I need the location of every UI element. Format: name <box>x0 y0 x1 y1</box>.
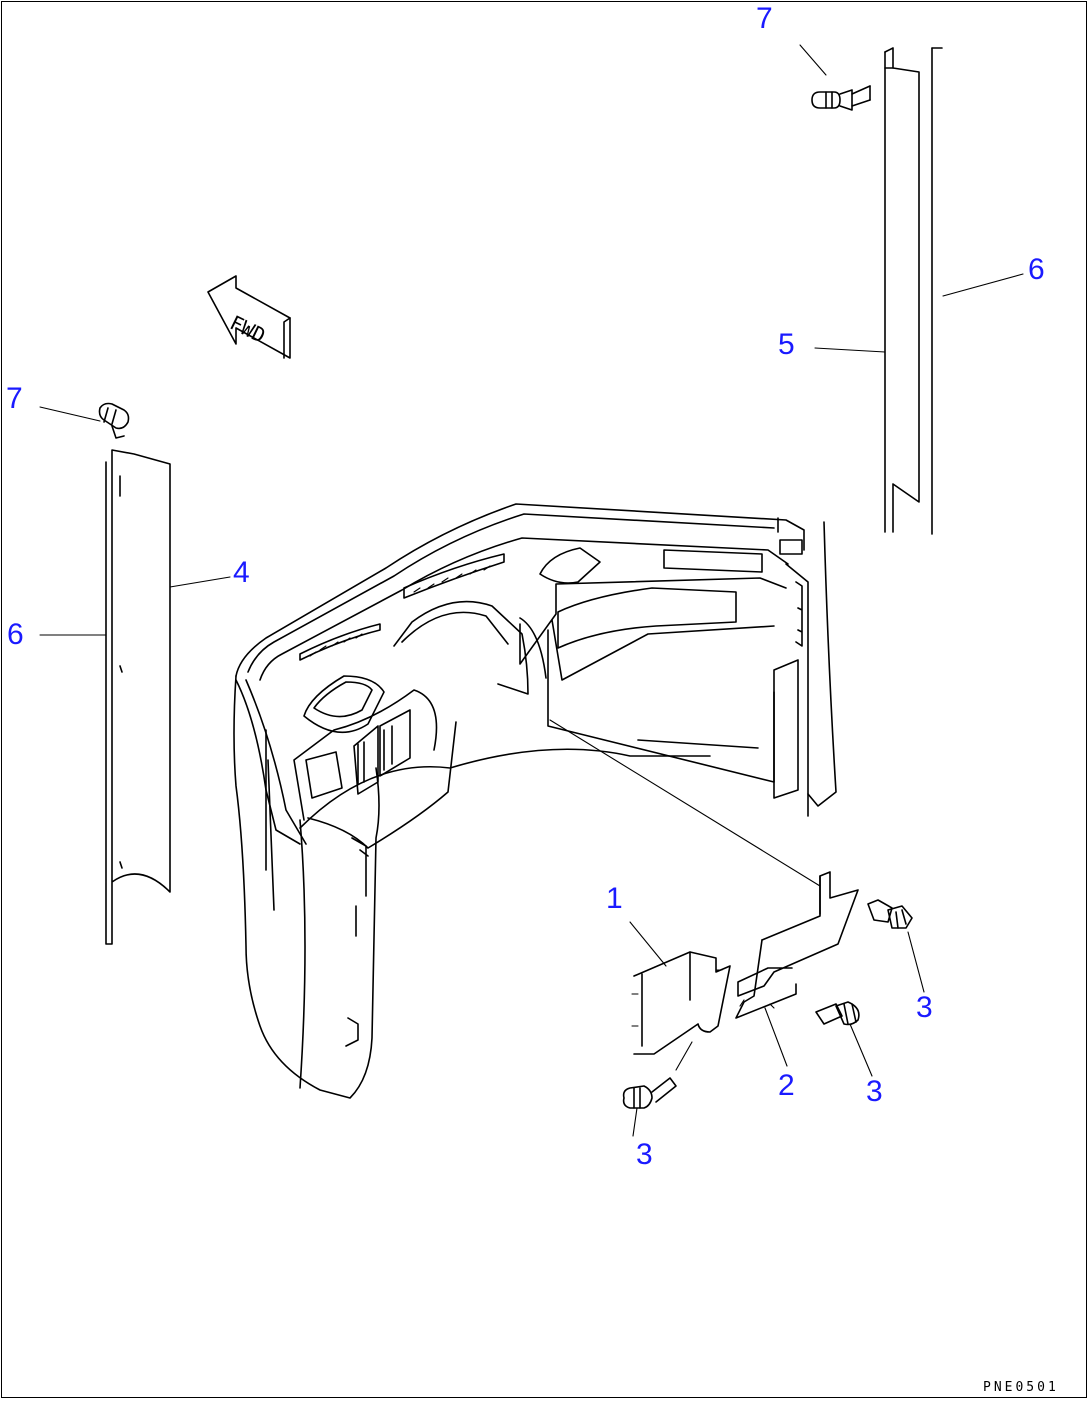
callout-2: 2 <box>778 1069 795 1102</box>
callout-1: 1 <box>606 882 623 915</box>
leader-2 <box>764 1007 788 1067</box>
callout-6-right: 6 <box>1028 253 1045 286</box>
leader-4 <box>169 576 231 588</box>
bolt-3-bottom <box>622 1041 693 1137</box>
drawing-code: PNE0501 <box>983 1380 1059 1395</box>
callout-5: 5 <box>778 328 795 361</box>
callout-7-top: 7 <box>756 2 773 35</box>
plate-1 <box>631 951 731 1055</box>
callout-7-left: 7 <box>6 382 23 415</box>
bolt-3-middle <box>815 1001 873 1077</box>
bolt-7-top <box>799 44 871 111</box>
callout-6-left: 6 <box>7 618 24 651</box>
molding-4-left <box>105 449 171 945</box>
callout-3-middle: 3 <box>866 1075 883 1108</box>
leader-6-right <box>942 273 1024 297</box>
molding-5-right <box>884 47 920 533</box>
bolt-3-right <box>867 899 925 993</box>
leader-5 <box>814 347 886 353</box>
assembly-guide-line <box>549 719 821 887</box>
callout-4: 4 <box>233 556 250 589</box>
seal-6-right <box>931 47 943 535</box>
bracket-2 <box>735 871 859 1019</box>
front-cover-body <box>233 503 837 1099</box>
callout-3-right: 3 <box>916 991 933 1024</box>
bolt-7-left <box>39 402 130 439</box>
leader-1 <box>629 921 667 967</box>
callout-3-bottom: 3 <box>636 1138 653 1171</box>
fwd-arrow-icon: FWD <box>207 275 291 359</box>
